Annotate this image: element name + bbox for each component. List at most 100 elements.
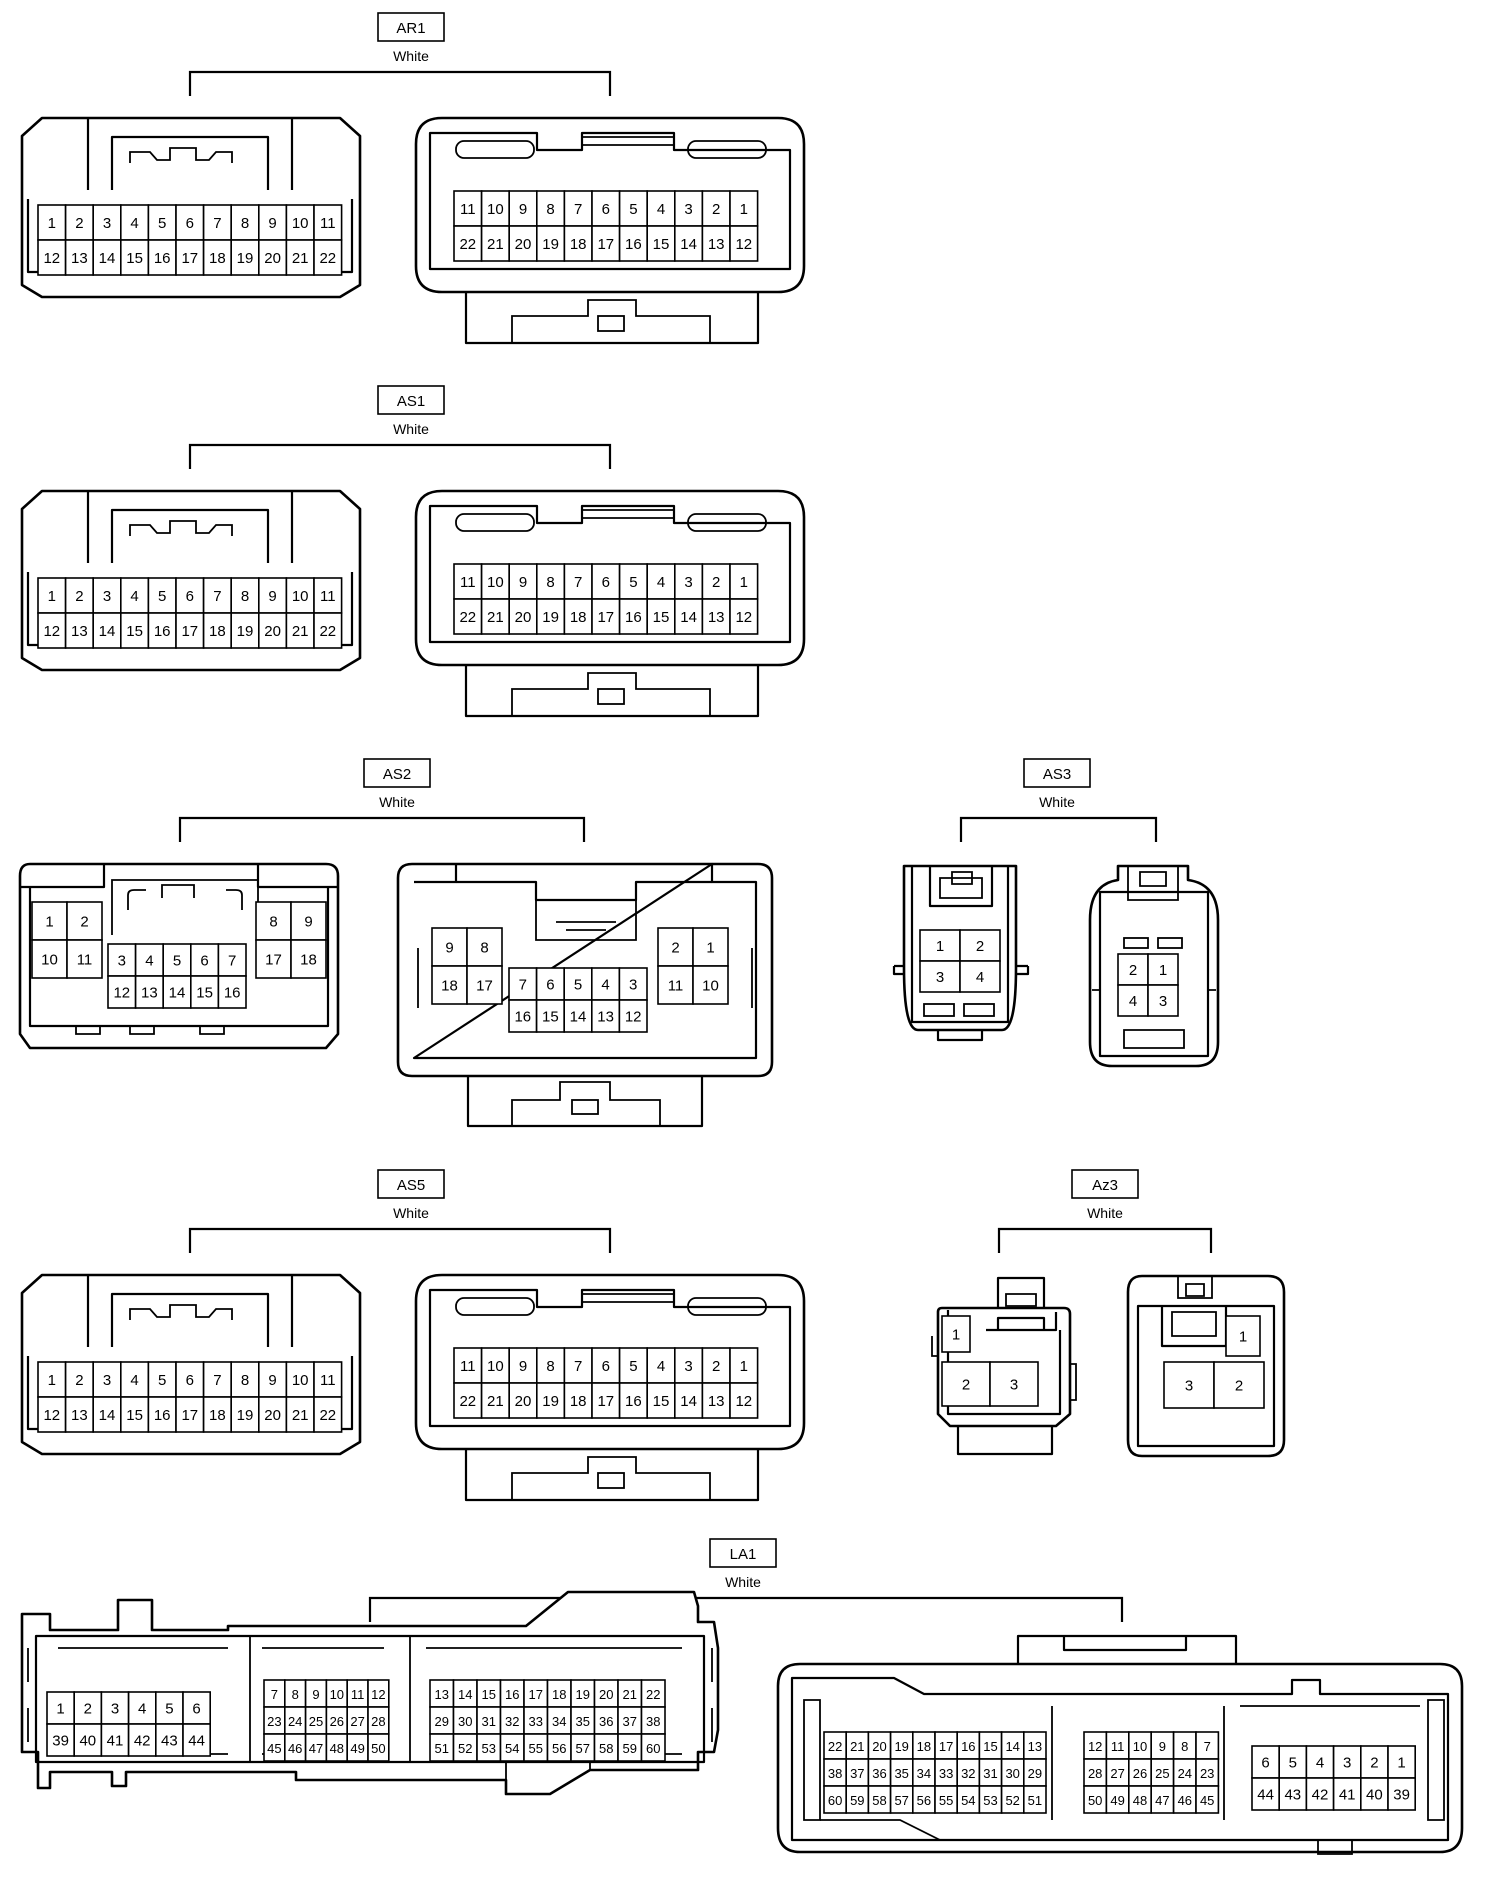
pin-cell [190,943,220,977]
pin-label: 4 [657,201,665,218]
pin-label: 47 [1155,1793,1169,1808]
pin-label: 22 [459,1393,476,1410]
pin-cell [480,598,511,635]
pin-label: 20 [872,1739,886,1754]
pin-label: 15 [126,250,143,267]
pin-label: 48 [330,1741,344,1756]
pin-cell [290,901,327,941]
pin-label: 10 [292,1372,309,1389]
pin-label: 3 [1010,1377,1018,1394]
pin-label: 45 [267,1741,281,1756]
pin-label: 42 [1312,1787,1329,1804]
pin-cell [618,225,648,262]
pin-label: 49 [1110,1793,1124,1808]
connector-as1-code: AS1 [397,393,425,410]
pin-label: 16 [154,1407,171,1424]
pin-cell [729,1382,759,1419]
pin-label: 11 [320,588,336,605]
pin-label: 5 [173,953,181,970]
pin-cell [37,1396,67,1433]
pin-label: 5 [158,215,166,232]
pin-cell [563,1382,593,1419]
pin-cell [673,598,704,635]
pin-label: 25 [309,1714,323,1729]
pin-label: 19 [576,1687,590,1702]
pin-label: 55 [529,1741,543,1756]
pin-label: 19 [237,1407,254,1424]
connector-as2-code-box [363,758,431,788]
pin-label: 6 [602,1358,610,1375]
pin-cell [466,965,503,1005]
pin-label: 15 [482,1687,496,1702]
pin-label: 2 [962,1377,970,1394]
pin-label: 6 [186,215,194,232]
pin-label: 2 [75,215,83,232]
pin-label: 30 [1005,1766,1019,1781]
pin-cell [959,929,1001,962]
pin-label: 7 [574,1358,582,1375]
pin-cell [453,225,483,262]
pin-label: 18 [570,609,587,626]
pin-label: 5 [1289,1755,1297,1772]
pin-cell [729,225,759,262]
pin-label: 24 [1178,1766,1192,1781]
pin-label: 6 [602,574,610,591]
pin-cell [480,225,511,262]
pin-label: 9 [312,1687,319,1702]
pin-label: 7 [574,201,582,218]
pin-label: 13 [71,250,88,267]
connector-as3-code-box [1023,758,1091,788]
connector-ar1-bracket [188,70,612,96]
pin-cell [1360,1745,1389,1779]
pin-cell [230,612,260,649]
pin-cell [313,577,343,614]
pin-label: 7 [271,1687,278,1702]
pin-cell [729,598,759,635]
pin-label: 3 [936,969,944,986]
pin-label: 26 [1133,1766,1147,1781]
connector-az3-code-box [1071,1169,1139,1199]
pin-label: 4 [657,574,665,591]
connector-az3-bracket [997,1227,1213,1253]
pin-cell [466,927,503,967]
pin-label: 6 [192,1701,200,1718]
pin-label: 6 [186,1372,194,1389]
pin-label: 22 [459,236,476,253]
connector-ar1-color: White [393,48,429,64]
pin-label: 20 [515,1393,532,1410]
pin-cell [313,612,343,649]
pin-label: 22 [828,1739,842,1754]
pin-cell [657,965,694,1005]
pin-cell [591,225,621,262]
connector-az3-code: Az3 [1092,1177,1118,1194]
pin-label: 16 [505,1687,519,1702]
pin-label: 15 [983,1739,997,1754]
pin-label: 59 [850,1793,864,1808]
pin-label: 21 [487,609,504,626]
pin-label: 37 [850,1766,864,1781]
pin-cell [100,1723,130,1757]
pin-cell [202,239,233,276]
pin-cell [257,204,288,241]
pin-label: 21 [292,250,309,267]
pin-label: 48 [1133,1793,1147,1808]
pin-label: 13 [708,609,725,626]
pin-cell [618,967,648,1001]
pin-label: 14 [458,1687,472,1702]
connector-as3-color: White [1039,794,1075,810]
connector-as5-code-box [377,1169,445,1199]
pin-label: 31 [482,1714,496,1729]
pin-label: 20 [264,250,281,267]
pin-label: 21 [623,1687,637,1702]
pin-label: 54 [961,1793,975,1808]
pin-cell [175,1396,205,1433]
pin-cell [563,1347,593,1384]
pin-cell [313,239,343,276]
pin-cell [1387,1777,1417,1811]
pin-label: 18 [570,1393,587,1410]
pin-cell [646,598,676,635]
